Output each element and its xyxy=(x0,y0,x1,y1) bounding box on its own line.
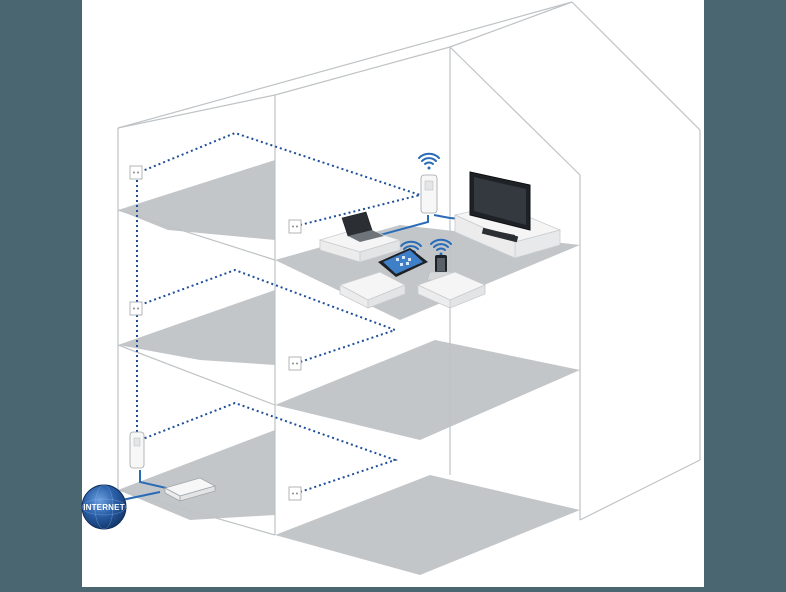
wire-middle-floor xyxy=(139,268,398,363)
tv-icon xyxy=(469,171,531,240)
roof-ridge xyxy=(274,46,451,96)
powerline-adapter-icon xyxy=(420,174,438,214)
roof-eave-left xyxy=(117,94,276,129)
gable-right xyxy=(571,1,701,131)
wall-socket-icon xyxy=(288,486,302,501)
floor-middle-right xyxy=(275,340,580,440)
wire-top-to-socket xyxy=(299,194,421,226)
cable-router-globe xyxy=(121,491,161,501)
wall-socket-icon xyxy=(288,219,302,234)
sofa-icon xyxy=(416,271,487,309)
wifi-icon xyxy=(418,152,440,170)
laptop-icon xyxy=(341,211,384,242)
gable-left xyxy=(449,1,573,48)
internet-label: INTERNET xyxy=(83,503,125,512)
wifi-icon xyxy=(430,238,452,256)
wire-ground-floor xyxy=(139,401,399,493)
globe-icon: INTERNET xyxy=(81,484,127,530)
powerline-adapter-icon xyxy=(129,431,145,469)
floor-middle-left xyxy=(118,290,275,365)
roof-ridge-top xyxy=(117,1,573,129)
ethernet-cables xyxy=(121,214,496,501)
tablet-icon xyxy=(378,248,428,277)
cable-adapter-laptop xyxy=(379,215,429,236)
wall-socket-icon xyxy=(129,165,143,180)
sofa-icon xyxy=(338,271,406,309)
router-icon xyxy=(163,477,217,502)
soundbar-icon xyxy=(481,227,519,243)
floor-edge-top xyxy=(117,209,276,261)
wall-socket-icon xyxy=(129,301,143,316)
wall-socket-icon xyxy=(288,356,302,371)
cable-adapter-router xyxy=(139,470,176,491)
floor-top-left xyxy=(118,160,275,240)
floor-edge-mid xyxy=(117,344,276,406)
floor-ground-right xyxy=(275,475,580,575)
wall-sockets xyxy=(129,165,302,501)
powerline-wiring xyxy=(136,131,421,493)
wall-right-bottom xyxy=(579,459,701,521)
gable-inner xyxy=(449,46,581,176)
ground-line xyxy=(117,489,276,536)
house-outline xyxy=(117,1,701,536)
floor-ground-left xyxy=(118,430,275,520)
